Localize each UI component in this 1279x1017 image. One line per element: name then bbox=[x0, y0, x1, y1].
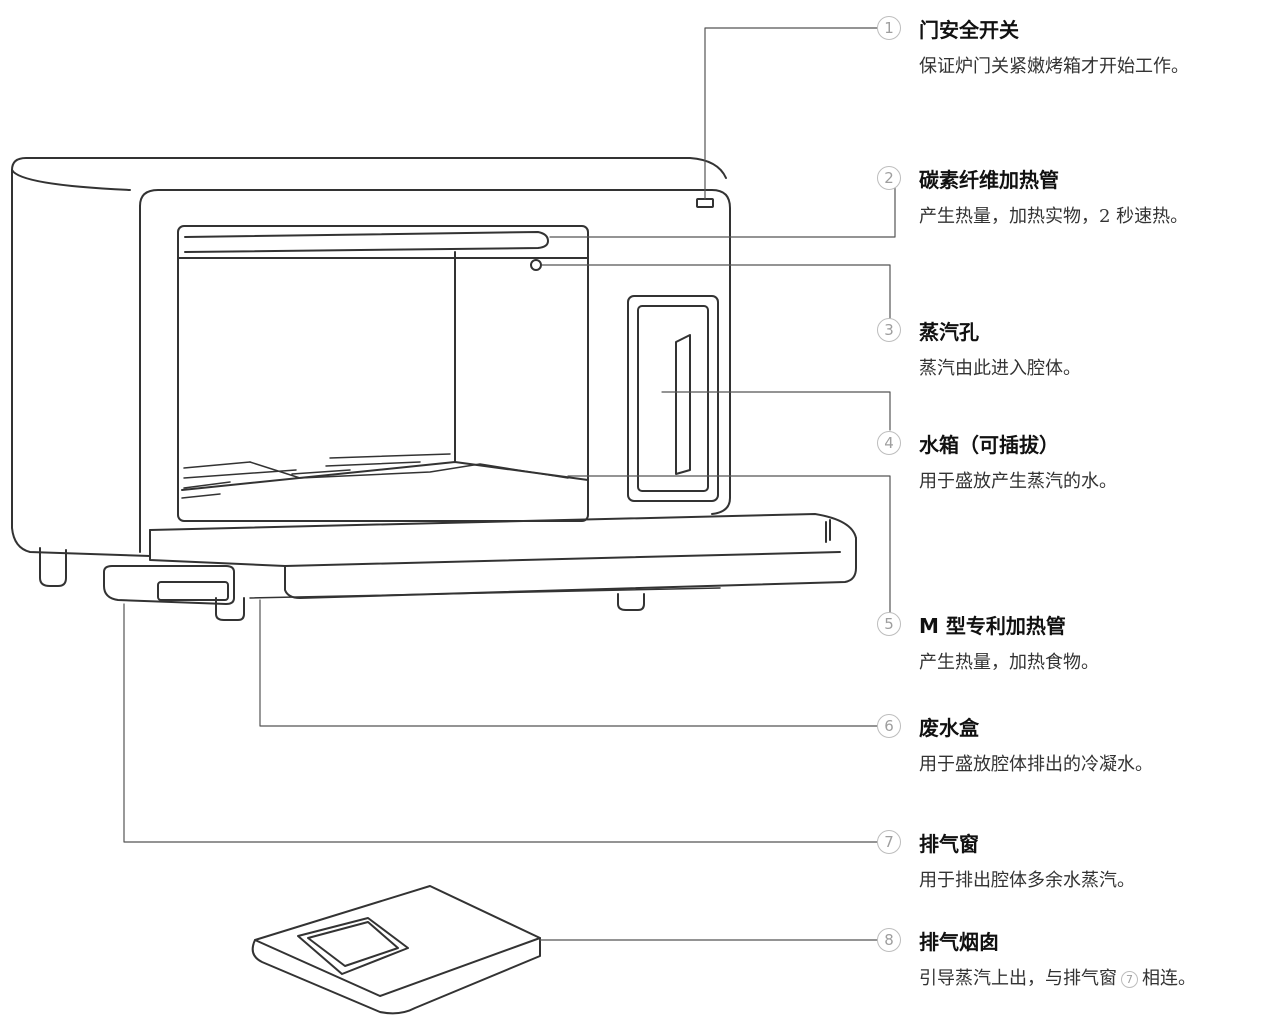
oven-body bbox=[11, 157, 857, 621]
callout-title: M 型专利加热管 bbox=[919, 614, 1066, 638]
callout-title: 排气窗 bbox=[919, 832, 979, 856]
callout-desc: 用于排出腔体多余水蒸汽。 bbox=[919, 870, 1135, 891]
callout-desc: 蒸汽由此进入腔体。 bbox=[919, 358, 1081, 379]
callout-title: 排气烟囱 bbox=[919, 930, 999, 954]
callout-title: 水箱（可插拔） bbox=[919, 433, 1059, 457]
callout-number: 5 bbox=[877, 612, 901, 636]
callout-number: 2 bbox=[877, 166, 901, 190]
callout-number: 3 bbox=[877, 318, 901, 342]
callout-desc: 保证炉门关紧嫩烤箱才开始工作。 bbox=[919, 56, 1189, 77]
callout-title: 门安全开关 bbox=[919, 18, 1019, 42]
callout-desc: 用于盛放产生蒸汽的水。 bbox=[919, 471, 1117, 492]
leader-lines bbox=[123, 27, 896, 941]
exhaust-chimney bbox=[251, 885, 541, 1015]
callout-desc: 产生热量，加热食物。 bbox=[919, 652, 1099, 673]
callout-number: 6 bbox=[877, 714, 901, 738]
desc-text-after: 相连。 bbox=[1142, 968, 1196, 989]
callout-number: 1 bbox=[877, 16, 901, 40]
callout-title: 碳素纤维加热管 bbox=[919, 168, 1059, 192]
callout-desc: 用于盛放腔体排出的冷凝水。 bbox=[919, 754, 1153, 775]
callout-number: 7 bbox=[877, 830, 901, 854]
callout-desc: 产生热量，加热实物，2 秒速热。 bbox=[919, 206, 1189, 227]
callout-number: 8 bbox=[877, 928, 901, 952]
callout-title: 废水盒 bbox=[919, 716, 979, 740]
callout-title: 蒸汽孔 bbox=[919, 320, 979, 344]
desc-ref-number: 7 bbox=[1121, 971, 1138, 988]
desc-text-before: 引导蒸汽上出，与排气窗 bbox=[919, 968, 1117, 989]
callout-number: 4 bbox=[877, 431, 901, 455]
